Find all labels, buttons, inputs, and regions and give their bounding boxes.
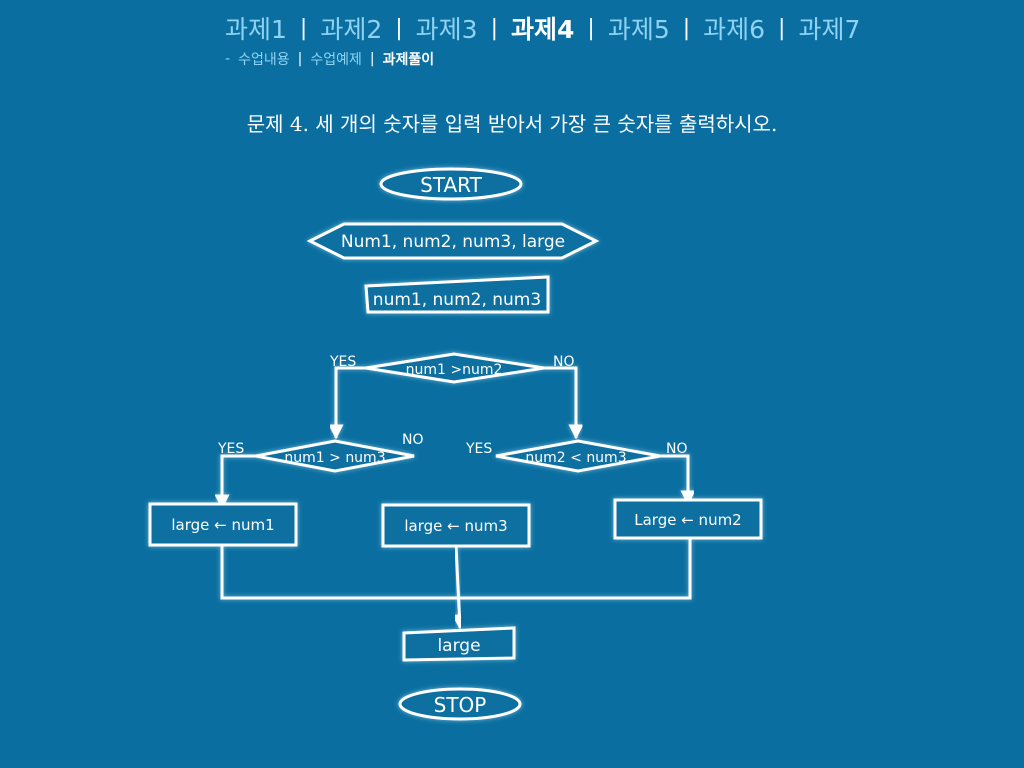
assign3-label: large ← num3 — [404, 517, 507, 535]
input-label: num1, num2, num3 — [373, 290, 541, 310]
tab-separator: | — [395, 15, 403, 41]
decision2-yes-label: YES — [217, 441, 244, 457]
tab-assignment-1[interactable]: 과제1 — [225, 15, 287, 44]
tab-separator: | — [587, 15, 595, 41]
assign-large-num3: large ← num3 — [381, 503, 531, 548]
decision3-no-label: NO — [666, 441, 688, 457]
decision-num1-vs-num3: num1 > num3 — [255, 439, 415, 473]
decision1-label: num1 >num2 — [406, 362, 503, 378]
decision3-label: num2 < num3 — [525, 450, 626, 466]
decision3-yes-label: YES — [465, 441, 492, 457]
connector-assign3-merge — [451, 545, 467, 630]
tab-assignment-4[interactable]: 과제4 — [510, 15, 575, 44]
output-label: large — [437, 636, 480, 656]
decision1-yes-label: YES — [329, 354, 356, 370]
connector-cond2-yes — [214, 454, 256, 510]
connector-cond1-no — [544, 366, 584, 440]
tab-assignment-3[interactable]: 과제3 — [415, 15, 478, 44]
stop-terminal: STOP — [398, 687, 522, 721]
declaration-hexagon: Num1, num2, num3, large — [306, 222, 600, 260]
subnav-separator: | — [369, 51, 375, 67]
assign1-label: large ← num1 — [171, 516, 274, 534]
connector-cond3-no — [660, 454, 696, 506]
subnav-lesson-content[interactable]: 수업내용 — [238, 52, 290, 68]
declaration-label: Num1, num2, num3, large — [341, 232, 565, 252]
assign2-label: Large ← num2 — [634, 511, 741, 529]
input-box: num1, num2, num3 — [364, 275, 550, 314]
sub-navigation: - 수업내용 | 수업예제 | 과제풀이 — [225, 49, 434, 69]
tab-separator: | — [490, 15, 498, 41]
decision-num2-vs-num3: num2 < num3 — [495, 439, 661, 473]
start-terminal: START — [379, 167, 523, 201]
assignment-tabs: 과제1 | 과제2 | 과제3 | 과제4 | 과제5 | 과제6 | 과제7 — [225, 10, 860, 46]
output-box: large — [402, 626, 516, 662]
assign-large-num2: Large ← num2 — [613, 498, 763, 540]
assign-large-num1: large ← num1 — [148, 502, 298, 547]
decision2-no-label: NO — [402, 432, 424, 448]
tab-separator: | — [299, 15, 308, 41]
problem-title: 문제 4. 세 개의 숫자를 입력 받아서 가장 큰 숫자를 출력하시오. — [246, 112, 778, 136]
connector-merge — [220, 538, 692, 600]
decision-num1-vs-num2: num1 >num2 — [365, 352, 545, 384]
tab-separator: | — [778, 15, 786, 41]
subnav-separator: | — [297, 51, 303, 67]
flow-connectors — [214, 200, 696, 692]
subnav-lesson-examples[interactable]: 수업예제 — [310, 52, 362, 68]
start-label: START — [420, 173, 482, 197]
tab-assignment-2[interactable]: 과제2 — [320, 15, 383, 44]
tab-assignment-5[interactable]: 과제5 — [607, 15, 670, 44]
connector-cond1-yes — [328, 366, 366, 440]
stop-label: STOP — [434, 693, 487, 717]
subnav-solutions[interactable]: 과제풀이 — [382, 52, 435, 68]
tab-assignment-6[interactable]: 과제6 — [703, 15, 766, 44]
decision1-no-label: NO — [553, 354, 575, 370]
subnav-dash: - — [225, 51, 231, 67]
decision2-label: num1 > num3 — [284, 450, 385, 466]
tab-separator: | — [682, 15, 691, 41]
tab-assignment-7[interactable]: 과제7 — [798, 15, 861, 44]
